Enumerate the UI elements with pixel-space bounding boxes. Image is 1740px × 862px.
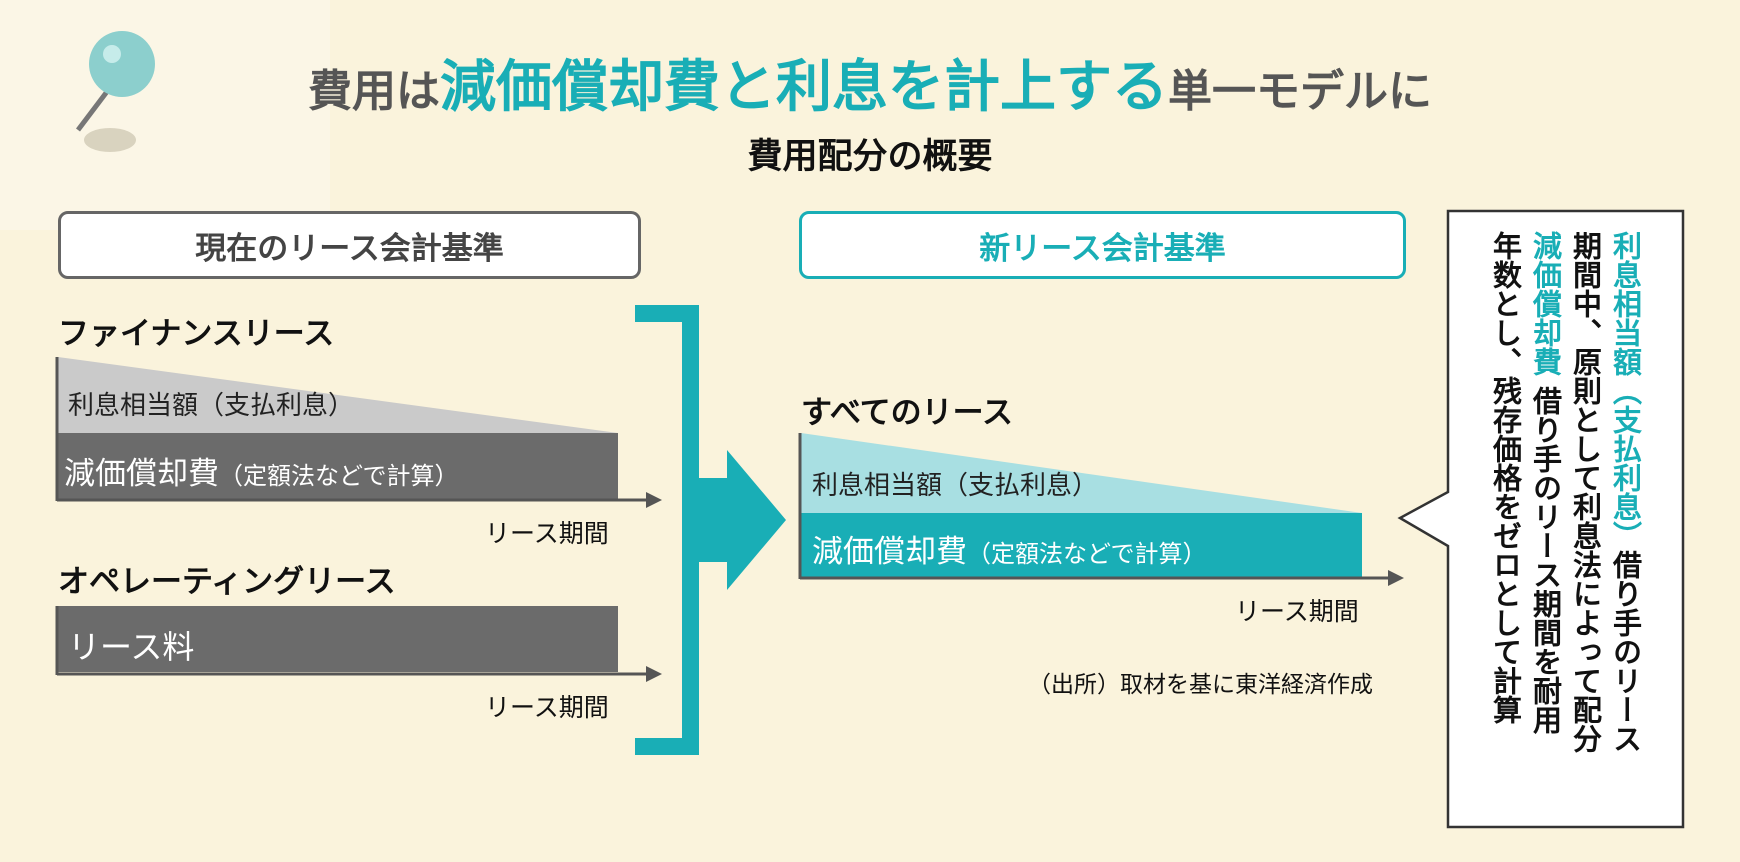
operating-lease-bar: [58, 606, 618, 672]
finance-depreciation-note: （定額法などで計算）: [219, 462, 459, 490]
new-period-label: リース期間: [1235, 597, 1359, 626]
background-panel: [0, 0, 330, 230]
new-interest-label: 利息相当額（支払利息）: [812, 471, 1099, 501]
finance-depreciation-label: 減価償却費: [64, 456, 219, 492]
finance-depreciation-text: 減価償却費（定額法などで計算）: [64, 448, 459, 493]
finance-interest-label: 利息相当額（支払利息）: [68, 391, 355, 421]
callout-text-1: 借り手のリース: [1608, 550, 1643, 753]
finance-interest-area: [58, 357, 618, 433]
callout-text-3: 借り手のリース期間を耐用: [1528, 376, 1563, 735]
callout-text-4: 年数とし、残存価格をゼロとして計算: [1488, 231, 1523, 724]
callout-column-3: 減価償却費 借り手のリース期間を耐用: [1529, 231, 1563, 827]
interest-term: 利息相当額（支払利息）: [1608, 231, 1643, 550]
pin-head-icon: [89, 31, 155, 97]
new-depreciation-label: 減価償却費: [812, 534, 967, 570]
new-depreciation-text: 減価償却費（定額法などで計算）: [812, 526, 1207, 571]
current-standard-header: 現在のリース会計基準: [58, 211, 641, 279]
title-part2: 単一モデルに: [1168, 66, 1432, 117]
callout-text: 利息相当額（支払利息）借り手のリース 期間中、原則として利息法によって配分 減価…: [1448, 211, 1683, 827]
finance-depreciation-bar: [58, 433, 618, 499]
lease-fee-label: リース料: [68, 628, 195, 666]
new-depreciation-note: （定額法などで計算）: [967, 540, 1207, 568]
operating-lease-label: オペレーティングリース: [58, 564, 396, 600]
depreciation-term: 減価償却費: [1528, 231, 1563, 376]
subtitle: 費用配分の概要: [747, 137, 993, 177]
finance-lease-label: ファイナンスリース: [58, 316, 335, 352]
pin-shadow: [84, 128, 136, 152]
bracket: [635, 305, 699, 755]
callout-text-2: 期間中、原則として利息法によって配分: [1568, 231, 1603, 753]
page-title: 費用は減価償却費と利息を計上する単一モデルに: [0, 42, 1740, 123]
callout-box: [1397, 209, 1685, 829]
pin-highlight: [103, 45, 121, 63]
operating-period-label: リース期間: [485, 693, 609, 722]
arrow-right-icon: [1388, 570, 1404, 586]
all-leases-label: すべてのリース: [801, 395, 1014, 431]
title-highlight: 減価償却費と利息を計上する: [440, 55, 1168, 120]
new-depreciation-bar: [801, 513, 1362, 577]
source-note: （出所）取材を基に東洋経済作成: [1028, 672, 1373, 698]
new-interest-area: [801, 433, 1362, 513]
title-part1: 費用は: [308, 66, 440, 117]
callout-column-4: 年数とし、残存価格をゼロとして計算: [1489, 231, 1523, 827]
arrow-right-icon: [646, 492, 662, 508]
callout-column-1: 利息相当額（支払利息）借り手のリース: [1609, 231, 1643, 827]
new-standard-header: 新リース会計基準: [799, 211, 1406, 279]
transition-arrow-icon: [697, 450, 786, 590]
arrow-right-icon: [646, 666, 662, 682]
callout-column-2: 期間中、原則として利息法によって配分: [1569, 231, 1603, 827]
finance-period-label: リース期間: [485, 519, 609, 548]
